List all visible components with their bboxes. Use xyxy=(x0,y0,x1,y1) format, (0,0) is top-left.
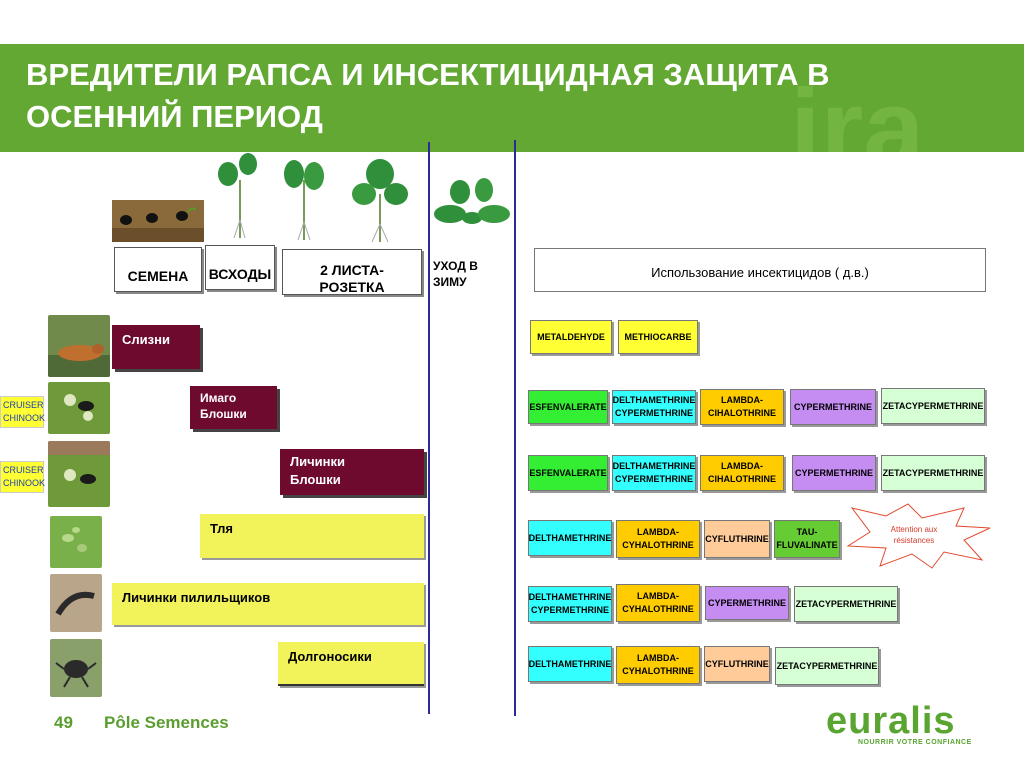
chip-tau-fluvalinate: TAU-FLUVALINATE xyxy=(774,520,840,558)
divider-line-right xyxy=(514,140,516,716)
chip-zetacypermethrine-2: ZETACYPERMETHRINE xyxy=(881,455,985,491)
weevil-photo xyxy=(50,639,102,697)
resistance-warning-text: Attention aux résistances xyxy=(874,524,954,546)
chip-cyfluthrine-1: CYFLUTHRINE xyxy=(704,520,770,558)
pest-weevil-label: Долгоносики xyxy=(288,649,372,664)
chip-zetacypermethrine-4: ZETACYPERMETHRINE xyxy=(775,647,879,685)
stage-seeds: СЕМЕНА xyxy=(114,247,202,292)
flea-beetle-photo-2 xyxy=(48,441,110,507)
pest-bar-flea-adult: Имаго Блошки xyxy=(190,386,277,429)
pest-flea-adult-line-1: Имаго xyxy=(200,391,237,405)
sawfly-larva-photo xyxy=(50,574,102,632)
chip-cypermethrine-2: CYPERMETHRINE xyxy=(792,455,876,491)
chip-methiocarbe: METHIOCARBE xyxy=(618,320,698,354)
seed-treatment-label-2: CRUISER CHINOOK xyxy=(0,461,46,493)
footer-section-name: Pôle Semences xyxy=(104,713,229,732)
pest-flea-adult-line-2: Блошки xyxy=(200,407,247,421)
title-line-2: ОСЕННИЙ ПЕРИОД xyxy=(26,99,323,134)
pest-bar-slugs: Слизни xyxy=(112,325,200,369)
insecticides-header-label: Использование инсектицидов ( д.в.) xyxy=(651,265,869,280)
chip-deltamethrine-1: DELTHAMETHRINE xyxy=(528,520,612,556)
pest-bar-aphid: Тля xyxy=(200,514,424,558)
slide-title: ВРЕДИТЕЛИ РАПСА И ИНСЕКТИЦИДНАЯ ЗАЩИТА В… xyxy=(26,54,946,138)
pest-bar-weevil: Долгоносики xyxy=(278,642,424,686)
decorative-ira-letters: ira xyxy=(790,67,925,153)
pest-bar-flea-larvae: Личинки Блошки xyxy=(280,449,424,495)
title-banner: ira ВРЕДИТЕЛИ РАПСА И ИНСЕКТИЦИДНАЯ ЗАЩИ… xyxy=(0,44,1024,152)
stage-sprouts: ВСХОДЫ xyxy=(205,245,275,290)
pest-flea-larvae-line-1: Личинки xyxy=(290,454,346,469)
stage-winter: УХОД В ЗИМУ xyxy=(433,258,509,290)
cruiser-label-1: CRUISER xyxy=(3,400,44,410)
insecticides-header: Использование инсектицидов ( д.в.) xyxy=(534,248,986,292)
pest-flea-larvae-line-2: Блошки xyxy=(290,472,341,487)
pest-bar-sawfly: Личинки пилильщиков xyxy=(112,583,424,625)
resistance-warning-label: Attention aux résistances xyxy=(890,525,938,545)
title-line-1: ВРЕДИТЕЛИ РАПСА И ИНСЕКТИЦИДНАЯ ЗАЩИТА В xyxy=(26,57,830,92)
stage-seeds-label: СЕМЕНА xyxy=(127,268,189,284)
euralis-slogan: NOURRIR VOTRE CONFIANCE xyxy=(858,739,972,746)
chip-cypermethrine-3: CYPERMETHRINE xyxy=(705,586,789,620)
chip-deltamethrine-cypermethrine-3: DELTHAMETHRINE CYPERMETHRINE xyxy=(528,586,612,622)
slug-photo xyxy=(48,315,110,377)
stage-rosette-label: 2 ЛИСТА-РОЗЕТКА xyxy=(319,262,385,295)
chip-metaldehyde: METALDEHYDE xyxy=(530,320,612,354)
rosette-plant-image xyxy=(352,159,408,243)
chinook-label-1: CHINOOK xyxy=(3,413,46,423)
chip-esfenvalerate-2: ESFENVALERATE xyxy=(528,455,608,491)
pest-slugs-label: Слизни xyxy=(122,332,170,347)
sprout-image xyxy=(218,153,257,239)
chip-deltamethrine-cypermethrine-2: DELTHAMETHRINE CYPERMETHRINE xyxy=(612,455,696,491)
two-leaf-plant-image xyxy=(284,160,324,241)
seeds-image xyxy=(112,200,204,242)
chip-deltamethrine-2: DELTHAMETHRINE xyxy=(528,646,612,682)
euralis-logo: euralis xyxy=(826,700,956,742)
chip-zetacypermethrine-3: ZETACYPERMETHRINE xyxy=(794,586,898,622)
resistance-warning-starburst xyxy=(846,503,991,569)
pest-sawfly-label: Личинки пилильщиков xyxy=(122,590,271,605)
chip-lambda-cyhalothrine-3: LAMBDA-CYHALOTHRINE xyxy=(616,646,700,684)
chip-lambda-cihalothrine-2: LAMBDA-CIHALOTHRINE xyxy=(700,455,784,491)
chip-lambda-cyhalothrine-1: LAMBDA-CYHALOTHRINE xyxy=(616,520,700,558)
page-number: 49 xyxy=(54,713,73,732)
stage-winter-label: УХОД В ЗИМУ xyxy=(433,259,478,289)
chip-lambda-cyhalothrine-2: LAMBDA-CYHALOTHRINE xyxy=(616,584,700,622)
chinook-label-2: CHINOOK xyxy=(3,478,46,488)
pest-aphid-label: Тля xyxy=(210,521,233,536)
aphid-photo xyxy=(50,516,102,568)
chip-cypermethrine-1: CYPERMETHRINE xyxy=(790,389,876,425)
stage-rosette: 2 ЛИСТА-РОЗЕТКА xyxy=(282,249,422,295)
seed-treatment-label-1: CRUISER CHINOOK xyxy=(0,396,46,428)
winter-plant-image xyxy=(434,178,510,224)
chip-deltamethrine-cypermethrine-1: DELTHAMETHRINE CYPERMETHRINE xyxy=(612,390,696,424)
chip-esfenvalerate-1: ESFENVALERATE xyxy=(528,390,608,424)
cruiser-label-2: CRUISER xyxy=(3,465,44,475)
chip-zetacypermethrine-1: ZETACYPERMETHRINE xyxy=(881,388,985,424)
stage-sprouts-label: ВСХОДЫ xyxy=(208,266,272,282)
chip-cyfluthrine-2: CYFLUTHRINE xyxy=(704,646,770,682)
chip-lambda-cihalothrine-1: LAMBDA-CIHALOTHRINE xyxy=(700,389,784,425)
divider-line-left xyxy=(428,142,430,714)
flea-beetle-photo-1 xyxy=(48,382,110,434)
